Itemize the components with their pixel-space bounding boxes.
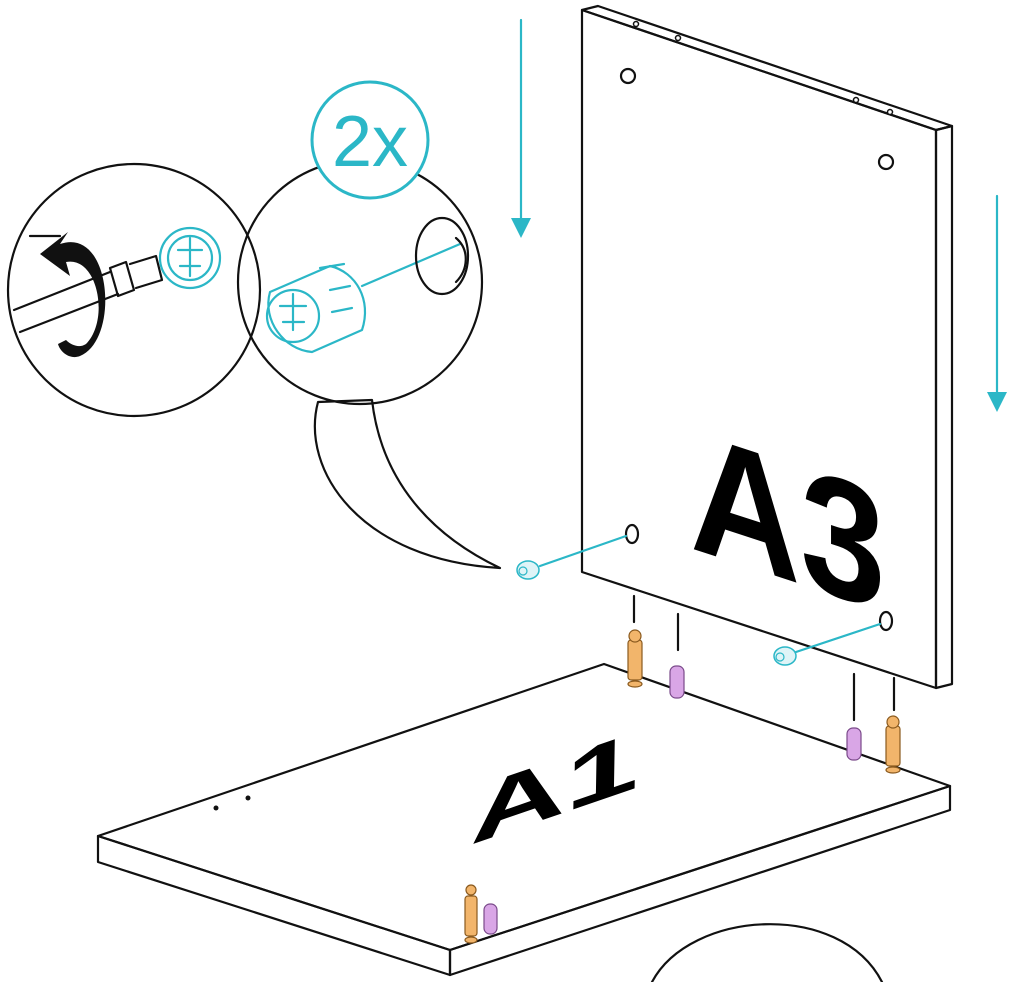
wood-dowel-icon: [670, 666, 684, 698]
cam-lock-icon: [160, 228, 220, 288]
down-arrow-icon: [987, 196, 1007, 412]
panel-a1-label: A1: [470, 714, 640, 863]
panel-a1: A1: [98, 664, 950, 975]
cam-lock-icon: [267, 244, 460, 352]
detail-callout: [238, 160, 500, 568]
down-arrow-icon: [511, 20, 531, 238]
rotate-arrow-icon: [30, 232, 105, 357]
cam-bolt-icon: [465, 885, 477, 943]
panel-a3-label: A3: [690, 395, 886, 649]
next-detail-circle: [652, 924, 882, 982]
quantity-label: 2x: [332, 102, 408, 182]
wood-dowel-icon: [484, 904, 497, 934]
cam-lock-icon: [517, 536, 626, 579]
cam-bolt-icon: [886, 716, 900, 773]
screwdriver-detail: [8, 164, 260, 416]
cam-lock-icon: [774, 624, 880, 665]
wood-dowel-icon: [847, 728, 861, 760]
cam-bolt-icon: [628, 630, 642, 687]
panel-a3: A3: [582, 6, 952, 688]
quantity-badge: 2x: [312, 82, 428, 198]
